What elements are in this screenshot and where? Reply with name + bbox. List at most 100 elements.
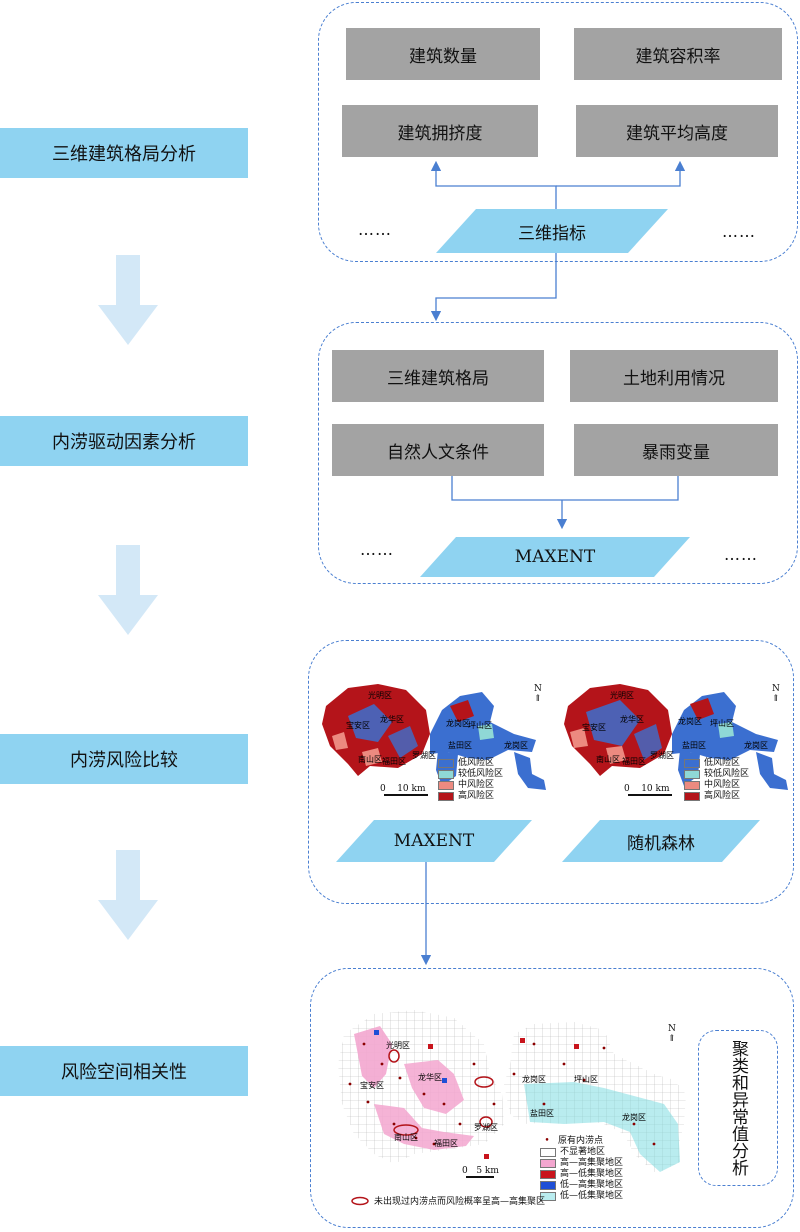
box-label: 建筑拥挤度 [397,123,483,144]
legend-item: 低—低集聚地区 [540,1191,623,1202]
svg-text:龙华区: 龙华区 [418,1072,442,1082]
svg-text:龙华区: 龙华区 [620,714,644,724]
stage-risk-comparison: 内涝风险比较 [0,734,248,784]
box-label: 暴雨变量 [642,442,710,463]
stage-driver-analysis: 内涝驱动因素分析 [0,416,248,466]
legend-item: 高—低集聚地区 [540,1169,623,1180]
index-label: 三维指标 [518,223,586,244]
svg-text:福田区: 福田区 [382,757,406,766]
cluster-outlier-box: 聚类和异常值分析 [698,1030,778,1186]
svg-text:南山区: 南山区 [596,754,620,764]
model-label: MAXENT [393,831,475,851]
scale-bar-right: 0 10 km [624,784,672,796]
box-label: 建筑平均高度 [626,123,728,144]
svg-text:光明区: 光明区 [368,690,392,700]
svg-text:坪山区: 坪山区 [710,718,734,728]
legend-item: 高风险区 [438,791,503,802]
legend-risk-left: 低风险区 较低风险区 中风险区 高风险区 [438,758,503,802]
box-label: 三维建筑格局 [387,368,489,389]
box-building-crowding: 建筑拥挤度 [342,105,538,157]
svg-text:龙岗区: 龙岗区 [446,718,470,728]
legend-item: 低风险区 [684,758,749,769]
svg-text:罗湖区: 罗湖区 [474,1123,498,1132]
risk-map-graphic: 光明区 宝安区 龙华区 龙岗区 坪山区 盐田区 龙岗区 南山区 福田区 罗湖区 [322,684,546,790]
legend-item: 较低风险区 [438,769,503,780]
svg-text:龙岗区: 龙岗区 [744,740,768,750]
box-rainstorm: 暴雨变量 [574,424,778,476]
legend-risk-right: 低风险区 较低风险区 中风险区 高风险区 [684,758,749,802]
svg-text:罗湖区: 罗湖区 [650,751,674,760]
svg-text:坪山区: 坪山区 [468,720,492,730]
risk-map-maxent: 光明区 宝安区 龙华区 龙岗区 坪山区 盐田区 龙岗区 南山区 福田区 罗湖区 [318,676,550,816]
note-high-high: 未出现过内涝点而风险概率呈高—高集聚区 [350,1194,545,1207]
svg-text:光明区: 光明区 [386,1040,410,1050]
svg-text:光明区: 光明区 [610,690,634,700]
svg-text:盐田区: 盐田区 [682,740,706,750]
side-label: 聚类和异常值分析 [728,1040,748,1176]
model-label: 随机森林 [627,833,695,854]
box-floor-area-ratio: 建筑容积率 [574,28,782,80]
scale-bar-lisa: 0 5 km [462,1166,499,1178]
lisa-cluster-map: 光明区 宝安区 龙华区 龙岗区 坪山区 盐田区 龙岗区 南山区 福田区 罗湖区 [334,1004,694,1180]
parallelogram-3d-indices: 三维指标 [436,209,668,253]
down-arrow-icon [98,255,158,345]
box-natural-human: 自然人文条件 [332,424,544,476]
north-arrow-icon: N⇑ [668,1024,676,1044]
scale-bar-left: 0 10 km [380,784,428,796]
legend-lisa: •原有内涝点 不显著地区 高—高集聚地区 高—低集聚地区 低—高集聚地区 低—低… [540,1136,623,1202]
north-arrow-icon: N⇑ [772,684,780,704]
down-arrow-icon [98,850,158,940]
parallelogram-maxent: MAXENT [420,537,690,577]
stage-label: 风险空间相关性 [61,1062,187,1083]
legend-item: 高—高集聚地区 [540,1158,623,1169]
box-label: 建筑数量 [409,46,477,67]
parallelogram-random-forest: 随机森林 [562,820,760,862]
svg-text:南山区: 南山区 [358,754,382,764]
legend-item: 低风险区 [438,758,503,769]
svg-text:南山区: 南山区 [394,1132,418,1142]
legend-item: •原有内涝点 [544,1136,604,1146]
lisa-map-graphic: 光明区 宝安区 龙华区 龙岗区 坪山区 盐田区 龙岗区 南山区 福田区 罗湖区 [338,1010,686,1172]
ellipsis: …… [360,540,394,559]
svg-text:龙岗区: 龙岗区 [504,740,528,750]
svg-text:福田区: 福田区 [434,1139,458,1148]
model-label: MAXENT [514,547,596,567]
stage-label: 三维建筑格局分析 [52,144,196,165]
box-label: 土地利用情况 [623,368,725,389]
svg-text:宝安区: 宝安区 [582,722,606,732]
box-label: 自然人文条件 [387,442,489,463]
svg-text:盐田区: 盐田区 [530,1108,554,1118]
panel-3d-indices [318,2,798,262]
svg-text:宝安区: 宝安区 [346,720,370,730]
panel-spatial-correlation [310,968,794,1228]
svg-text:坪山区: 坪山区 [574,1074,598,1084]
svg-text:龙岗区: 龙岗区 [622,1112,646,1122]
svg-text:罗湖区: 罗湖区 [412,751,436,760]
svg-text:龙华区: 龙华区 [380,714,404,724]
panel-drivers [318,322,798,584]
ellipsis: …… [358,220,392,239]
svg-text:龙岗区: 龙岗区 [678,716,702,726]
svg-text:盐田区: 盐田区 [448,740,472,750]
stage-spatial-correlation: 风险空间相关性 [0,1046,248,1096]
legend-item: 中风险区 [438,780,503,791]
legend-item: 中风险区 [684,780,749,791]
down-arrow-icon [98,545,158,635]
north-arrow-icon: N⇑ [534,684,542,704]
stage-3d-building-analysis: 三维建筑格局分析 [0,128,248,178]
box-label: 建筑容积率 [635,46,721,67]
ellipse-icon [351,1196,369,1205]
svg-text:龙岗区: 龙岗区 [522,1074,546,1084]
legend-item: 高风险区 [684,791,749,802]
legend-item: 较低风险区 [684,769,749,780]
svg-text:福田区: 福田区 [622,757,646,766]
box-average-height: 建筑平均高度 [576,105,778,157]
stage-label: 内涝风险比较 [70,750,178,771]
panel-risk-maps [308,640,794,904]
legend-item: 不显著地区 [540,1147,623,1158]
parallelogram-maxent-result: MAXENT [336,820,532,862]
box-3d-pattern: 三维建筑格局 [332,350,544,402]
box-building-count: 建筑数量 [346,28,540,80]
